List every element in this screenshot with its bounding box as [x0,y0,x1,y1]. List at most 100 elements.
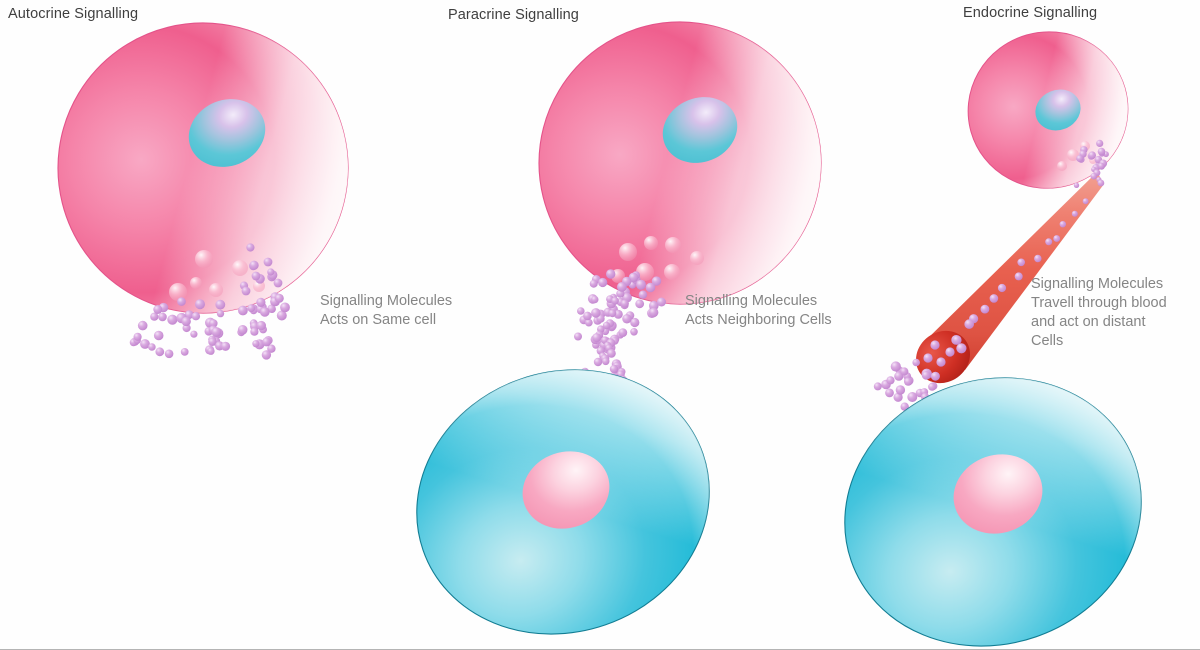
signalling-molecule [177,297,186,306]
signalling-molecule [1076,154,1084,163]
signalling-molecule [873,382,882,391]
paracrine-nucleus [662,97,738,163]
signalling-molecule [930,340,940,350]
endocrine-target-cell [844,377,1142,647]
signalling-molecule [276,310,287,321]
endocrine-caption: Signalling Molecules Travell through blo… [1031,276,1167,349]
signalling-molecule [584,318,593,327]
signalling-molecule [630,317,640,328]
signalling-molecule [936,357,946,367]
signalling-molecule [260,307,270,317]
paracrine-signalling-cell [538,21,822,305]
signalling-molecule [1098,162,1105,170]
signalling-molecule [153,305,163,314]
endocrine-title: Endocrine Signalling [963,5,1098,21]
signalling-molecule [211,327,222,337]
signalling-molecule [1017,258,1025,267]
signalling-molecule [980,304,990,314]
signalling-molecule [273,278,283,288]
signalling-molecule [601,357,610,366]
paracrine-target-cell [416,369,710,635]
signalling-molecule [220,341,231,351]
signalling-molecule [952,335,962,345]
signalling-molecule [956,343,967,354]
signalling-molecule [636,279,646,290]
signalling-molecule [164,349,174,359]
signalling-molecule [1097,179,1105,187]
signalling-molecule [140,339,150,349]
signalling-molecule [267,344,276,353]
signalling-molecule [241,286,251,296]
signalling-molecule [598,277,608,288]
signalling-molecule [989,294,999,303]
endocrine-release-molecules [1076,139,1109,187]
signalling-molecule [167,314,178,325]
signalling-molecule [208,337,217,346]
signalling-molecule [207,347,215,355]
signalling-molecule [964,319,974,329]
signalling-molecule [997,283,1007,293]
signalling-molecule [1088,151,1096,159]
signalling-molecule [645,282,656,293]
signalling-molecule [591,308,601,318]
signalling-molecule [256,320,266,331]
paracrine-title: Paracrine Signalling [448,7,579,23]
signalling-molecule [649,307,659,318]
paracrine-target-nucleus [522,451,610,529]
signalling-molecule [593,357,603,367]
signalling-molecule [263,257,273,267]
signalling-molecule [602,321,611,330]
signalling-molecule [893,392,903,402]
signalling-molecule [945,347,955,357]
signalling-molecule [608,309,617,318]
signalling-molecule [1034,254,1042,263]
signalling-molecule [216,309,225,318]
signalling-molecule [1045,238,1053,246]
signalling-molecule [158,312,167,322]
signalling-molecule [1059,221,1067,228]
signalling-molecule [649,300,659,311]
signalling-molecule [209,319,218,328]
autocrine-panel-graphic [57,22,349,360]
signalling-molecule [591,295,599,304]
signalling-molecule [153,330,164,341]
signalling-molecule [1097,147,1106,156]
signalling-molecule [618,328,628,337]
signalling-molecule [247,304,256,313]
signalling-molecule [133,332,142,341]
signalling-molecule [181,316,191,327]
signalling-molecule [180,348,189,356]
signalling-molecule [261,350,272,360]
autocrine-caption: Signalling Molecules Acts on Same cell [320,293,453,328]
signalling-molecule [250,327,259,336]
signalling-molecule [885,388,894,398]
signalling-molecule [1071,210,1078,217]
signalling-molecule [238,305,248,316]
signalling-molecule [890,361,901,372]
signalling-molecule [1096,139,1104,147]
signalling-molecule [215,299,226,310]
endocrine-target-nucleus [953,454,1043,534]
signalling-molecule [237,325,248,335]
paracrine-molecule-stream [574,269,666,385]
signalling-molecule [921,370,931,380]
signalling-molecule [280,302,290,313]
signalling-molecule [1053,235,1061,242]
signalling-molecule [256,297,266,307]
signalling-molecule [630,328,638,336]
signalling-molecule [617,282,627,292]
signalling-molecule [195,299,205,310]
signalling-molecule [1073,182,1080,188]
paracrine-caption: Signalling Molecules Acts Neighboring Ce… [685,293,832,328]
signalling-molecule [1082,198,1089,205]
signalling-molecule [635,299,645,309]
signalling-molecule [155,347,165,357]
signalling-molecule [930,371,940,381]
signalling-molecule [606,269,616,279]
signalling-molecule [583,311,592,321]
autocrine-nucleus [188,99,266,167]
signalling-molecule [267,268,275,276]
signalling-molecule [182,323,191,333]
